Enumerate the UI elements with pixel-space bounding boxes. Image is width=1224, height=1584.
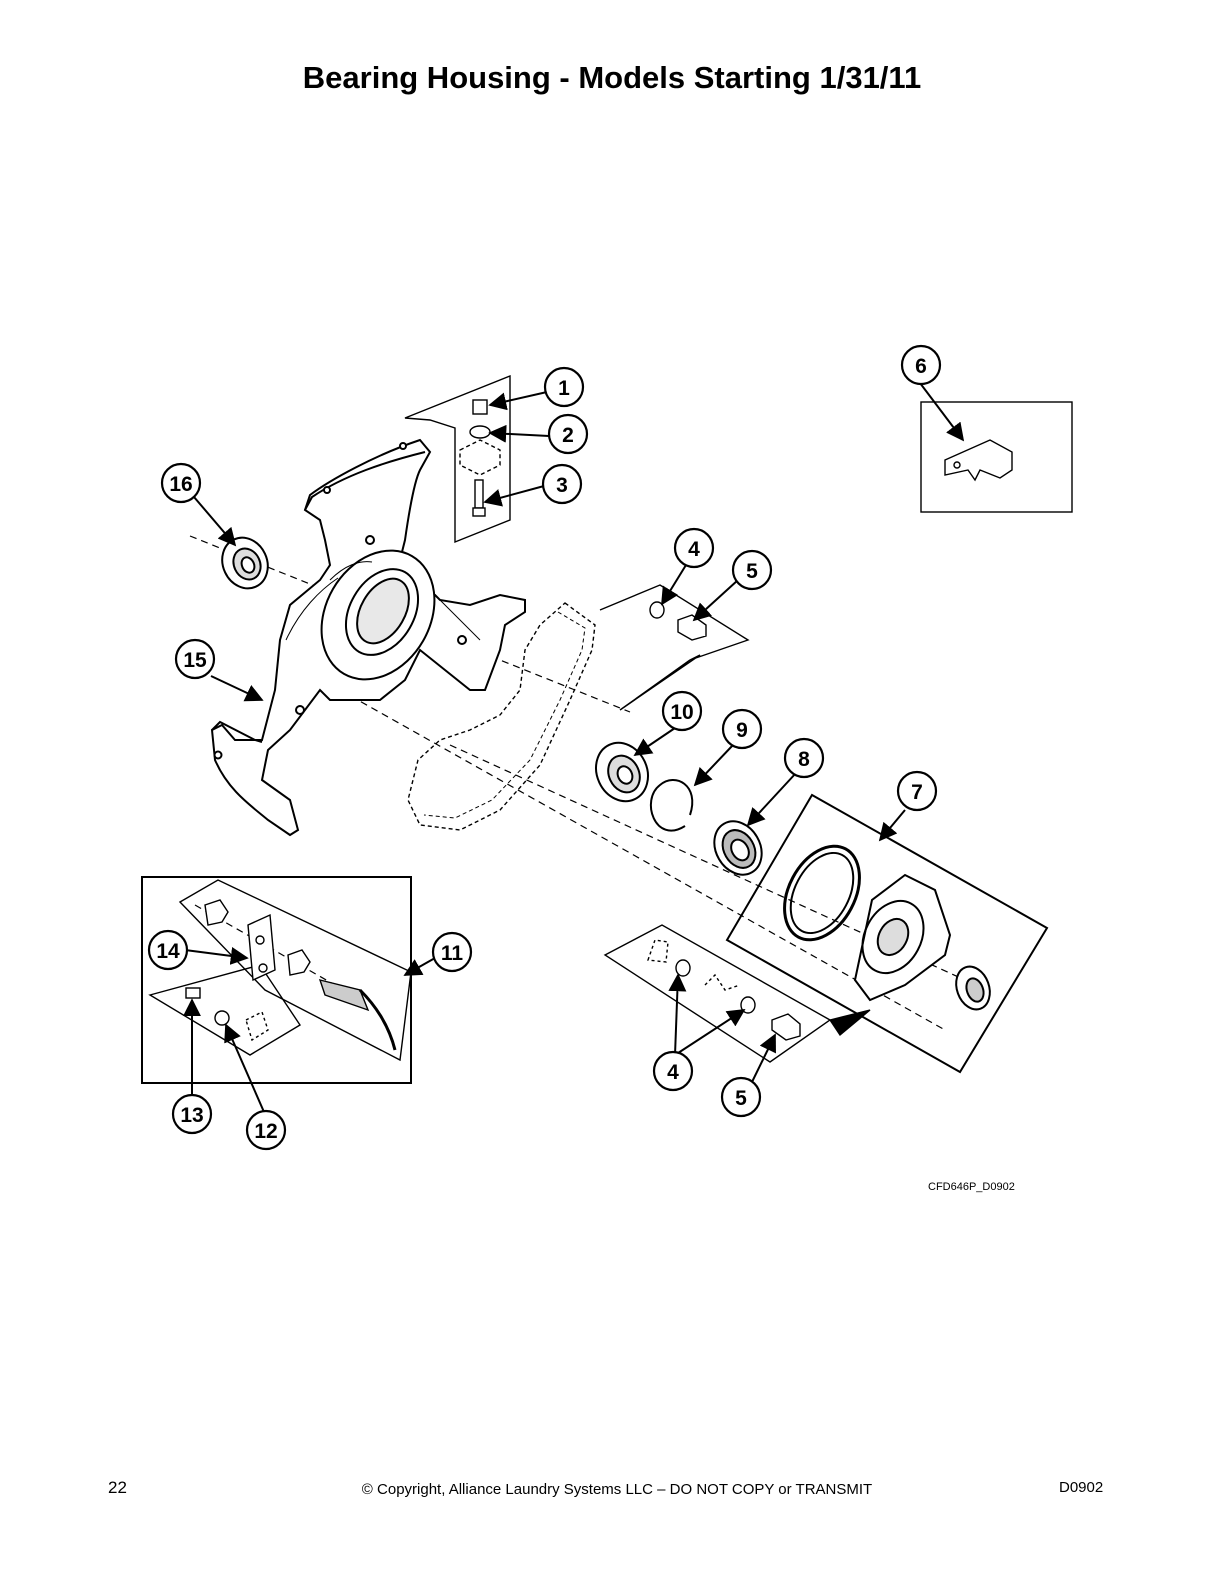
callout-label: 7: [911, 781, 923, 804]
bearing-16: [221, 536, 269, 590]
callout-label: 15: [183, 649, 207, 672]
callout-label: 1: [558, 377, 570, 400]
page-number: 22: [108, 1478, 127, 1497]
callout-label: 5: [746, 560, 758, 583]
callout-label: 8: [798, 748, 810, 771]
callout-label: 16: [169, 473, 192, 496]
callout-16: 16: [160, 462, 202, 504]
seal-8: [713, 820, 763, 876]
cover-detail-box-7: [725, 793, 1049, 1074]
bracket-detail-box-6: [920, 401, 1073, 513]
callout-12: 12: [245, 1109, 287, 1151]
bearing-10: [595, 741, 649, 803]
callout-label: 5: [735, 1087, 747, 1110]
housing-shading: [285, 561, 481, 641]
hardware-detail-panel-4-5-lower: [603, 924, 871, 1063]
document-id: D0902: [1059, 1479, 1104, 1496]
shield-outline: [407, 602, 596, 831]
callout-label: 4: [688, 538, 700, 561]
callout-4: 4: [673, 527, 715, 569]
callout-9: 9: [721, 708, 763, 750]
callout-8: 8: [783, 737, 825, 779]
page-title: Bearing Housing - Models Starting 1/31/1…: [302, 60, 922, 95]
callout-label: 13: [180, 1104, 203, 1127]
callout-5-lower: 5: [720, 1076, 762, 1118]
callout-13: 13: [171, 1093, 213, 1135]
callout-11: 11: [431, 931, 473, 973]
callout-label: 12: [254, 1120, 277, 1143]
callout-label: 6: [915, 355, 927, 378]
callout-1: 1: [543, 366, 585, 408]
bearing-housing: [210, 438, 526, 837]
sensor-detail-box-11-14: [141, 876, 412, 1084]
copyright-notice: © Copyright, Alliance Laundry Systems LL…: [361, 1481, 873, 1498]
callout-label: 9: [736, 719, 748, 742]
leader-lines: [183, 382, 965, 1113]
callout-15: 15: [174, 638, 216, 680]
callout-label: 10: [670, 701, 693, 724]
retaining-ring-9: [650, 779, 694, 832]
callout-label: 4: [667, 1061, 679, 1084]
callout-label: 2: [562, 424, 574, 447]
hardware-detail-panel-4-5-upper: [599, 584, 750, 711]
figure-id: CFD646P_D0902: [928, 1181, 1015, 1193]
hardware-detail-panel-1-3: [404, 374, 511, 544]
callout-label: 11: [441, 942, 464, 965]
callout-label: 3: [556, 474, 568, 497]
callout-4-lower: 4: [652, 1050, 694, 1092]
callout-label: 14: [156, 940, 180, 963]
callout-5: 5: [731, 549, 773, 591]
callout-2: 2: [547, 413, 589, 455]
callout-6: 6: [900, 344, 942, 386]
callout-3: 3: [541, 463, 583, 505]
callouts: 1 2 3 4 5 6 7 8 9 10 11 12 13 14 15 16 4…: [147, 344, 942, 1151]
callout-7: 7: [896, 770, 938, 812]
callout-10: 10: [661, 690, 703, 732]
callout-14: 14: [147, 929, 189, 971]
